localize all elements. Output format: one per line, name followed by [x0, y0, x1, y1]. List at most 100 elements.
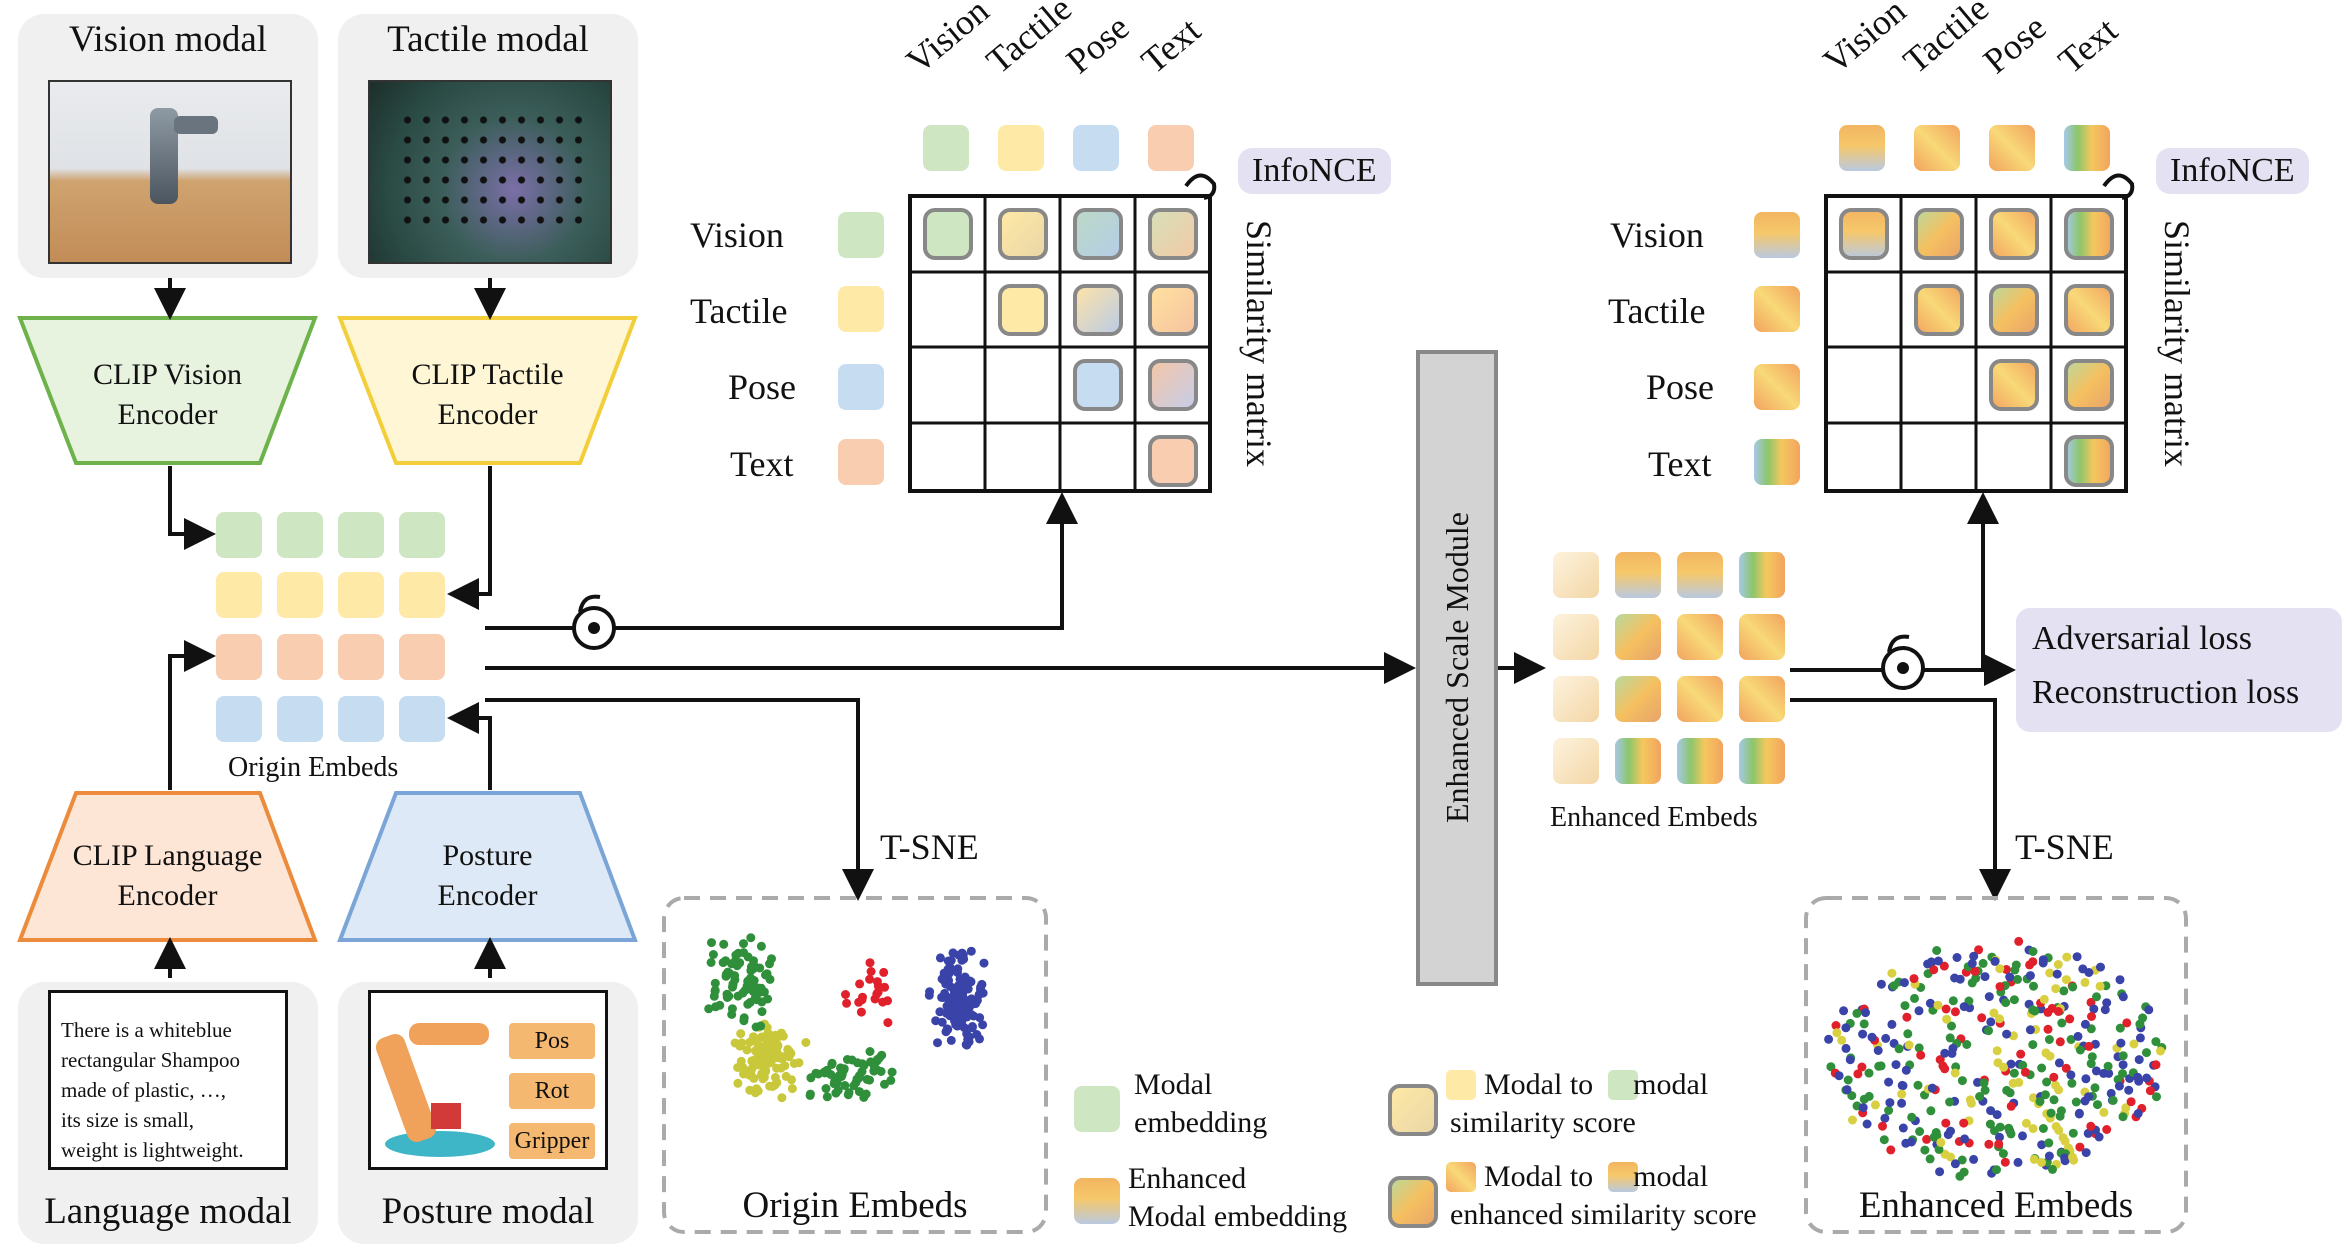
- tsne-point: [854, 1087, 864, 1097]
- tsne-point: [2108, 1095, 2118, 1105]
- tsne-point: [2060, 1153, 2070, 1163]
- tsne-point: [866, 967, 876, 976]
- tsne-point: [967, 1023, 977, 1033]
- tsne-point: [1899, 978, 1909, 988]
- tsne-point: [787, 1075, 796, 1085]
- lock-icon-2: [1881, 634, 1925, 690]
- tsne-point: [762, 969, 772, 979]
- tsne-point: [2005, 972, 2015, 982]
- tsne-point: [760, 1067, 770, 1077]
- tsne-point: [1927, 1083, 1937, 1093]
- tsne-point: [1884, 1106, 1894, 1115]
- tsne-point: [1940, 1064, 1950, 1074]
- tsne-point: [972, 1030, 982, 1039]
- tsne-point: [2151, 1037, 2161, 1047]
- tsne-point: [952, 1021, 962, 1031]
- tsne-point: [2028, 1005, 2038, 1015]
- tsne-point: [1891, 1060, 1901, 1070]
- tsne-point: [861, 1089, 871, 1099]
- tsne-point: [1874, 1061, 1884, 1071]
- language-line: rectangular Shampoo: [61, 1048, 241, 1072]
- tsne-point: [1929, 965, 1939, 975]
- tsne-point: [2065, 1014, 2075, 1024]
- tsne-point: [1950, 1068, 1960, 1078]
- tsne-point: [1885, 1098, 1895, 1108]
- tsne-point: [1884, 1077, 1894, 1087]
- tsne-point: [1941, 1118, 1951, 1128]
- tsne-point: [2000, 1157, 2010, 1167]
- tsne-point: [2069, 1155, 2079, 1165]
- tsne-point: [2084, 968, 2094, 977]
- tsne-point: [748, 987, 758, 997]
- tsne-point: [776, 1028, 786, 1038]
- tsne-point: [2060, 1136, 2070, 1146]
- tsne-point: [1995, 1132, 2004, 1142]
- tsne-point: [2092, 992, 2101, 1002]
- tsne-point: [962, 1029, 972, 1039]
- tsne-point: [977, 979, 987, 989]
- tsne-point: [1901, 1065, 1911, 1075]
- tsne-point: [2144, 1005, 2154, 1015]
- tsne-point: [736, 1029, 746, 1039]
- tsne-point: [2009, 995, 2019, 1005]
- tsne-point: [742, 1045, 752, 1055]
- tsne-point: [2068, 982, 2078, 992]
- tsne-point: [1950, 1007, 1960, 1017]
- tsne-point: [1967, 958, 1977, 968]
- tsne-point: [1980, 1085, 1990, 1095]
- origin-tsne-title: Origin Embeds: [742, 1185, 968, 1226]
- tsne-point: [842, 998, 852, 1008]
- tsne-point: [865, 974, 875, 984]
- similarity-matrix-caption: Similarity matrix: [1239, 220, 1279, 467]
- tsne-point: [2118, 992, 2128, 1002]
- tsne-point: [2037, 1158, 2046, 1167]
- tsne-point: [1847, 1091, 1857, 1101]
- tsne-point: [966, 946, 976, 956]
- tactile-modal-card: Tactile modal: [338, 14, 638, 278]
- tsne-point: [887, 1067, 897, 1077]
- tsne-point: [1970, 966, 1980, 976]
- tsne-point: [1986, 1017, 1996, 1027]
- tsne-point: [2061, 1063, 2071, 1073]
- tsne-point: [724, 991, 734, 1001]
- enhanced-scale-module-label: Enhanced Scale Module: [1439, 512, 1475, 824]
- tsne-point: [2073, 1031, 2083, 1041]
- tsne-point: [869, 1061, 879, 1071]
- tsne-point: [2042, 1077, 2052, 1087]
- tsne-point: [924, 990, 934, 1000]
- tsne-point: [2080, 977, 2090, 987]
- tsne-point: [839, 1065, 849, 1075]
- enhanced-tsne-scatter: [1824, 936, 2167, 1181]
- tsne-point: [953, 987, 963, 997]
- tsne-point: [756, 941, 766, 951]
- tsne-point: [865, 1047, 875, 1056]
- tsne-point: [1933, 956, 1943, 966]
- tsne-point: [2100, 1005, 2110, 1015]
- tsne-point: [1857, 1062, 1867, 1072]
- tsne-point: [770, 1048, 779, 1058]
- tsne-point: [1910, 993, 1919, 1003]
- tsne-point: [946, 966, 955, 976]
- tsne-point: [2045, 968, 2055, 978]
- tsne-point: [2118, 1051, 2128, 1061]
- tsne-point: [944, 975, 954, 985]
- tsne-point: [1965, 1095, 1975, 1105]
- tsne-point: [935, 953, 945, 963]
- tsne-point: [1907, 1112, 1917, 1122]
- tsne-point: [1839, 1006, 1849, 1016]
- tsne-point: [1902, 1012, 1912, 1022]
- tsne-point: [2075, 1142, 2085, 1152]
- tsne-point: [2138, 1013, 2148, 1023]
- tsne-point: [1993, 1058, 2003, 1068]
- tsne-point: [1848, 1115, 1857, 1125]
- similarity-matrix-left: [838, 125, 1217, 493]
- tsne-point: [2096, 962, 2105, 972]
- tsne-point: [2001, 965, 2011, 974]
- tsne-point: [877, 1050, 887, 1060]
- tsne-point: [2055, 1037, 2065, 1047]
- clip-language-encoder-label: CLIP Language Encoder: [72, 839, 263, 912]
- loss-badge: Adversarial loss Reconstruction loss: [2016, 608, 2342, 732]
- tsne-point: [1858, 1029, 1868, 1039]
